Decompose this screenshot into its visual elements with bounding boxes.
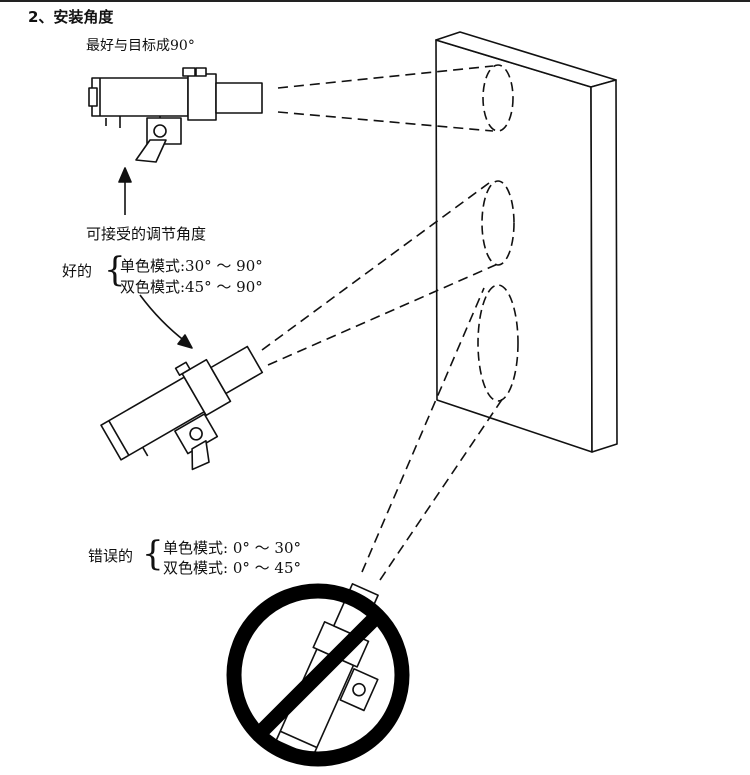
top-rule: [0, 0, 750, 2]
wrong-dual-range: 双色模式: 0° ～ 45°: [163, 559, 301, 577]
section-title: 2、安装角度: [28, 8, 114, 26]
acceptable-angle-label: 可接受的调节角度: [86, 225, 207, 243]
wrong-mono-range: 单色模式: 0° ～ 30°: [163, 539, 301, 557]
target-spots: [477, 64, 519, 402]
sensor-icon-tilted: [100, 345, 264, 471]
target-wall: [435, 31, 618, 453]
good-brace: {: [104, 250, 126, 290]
sensor-icon-wrong: [275, 583, 379, 758]
wrong-brace: {: [142, 534, 164, 574]
arrow-icon: [118, 167, 193, 349]
beam-lines: [261, 65, 506, 581]
sensor-icon: [88, 67, 263, 163]
best-angle-label: 最好与目标成90°: [86, 38, 195, 54]
good-label: 好的: [62, 262, 93, 280]
prohibited-sign-icon: [226, 583, 410, 767]
good-dual-range: 双色模式:45° ～ 90°: [120, 278, 263, 296]
wrong-label: 错误的: [88, 547, 134, 565]
good-mono-range: 单色模式:30° ～ 90°: [120, 257, 263, 275]
